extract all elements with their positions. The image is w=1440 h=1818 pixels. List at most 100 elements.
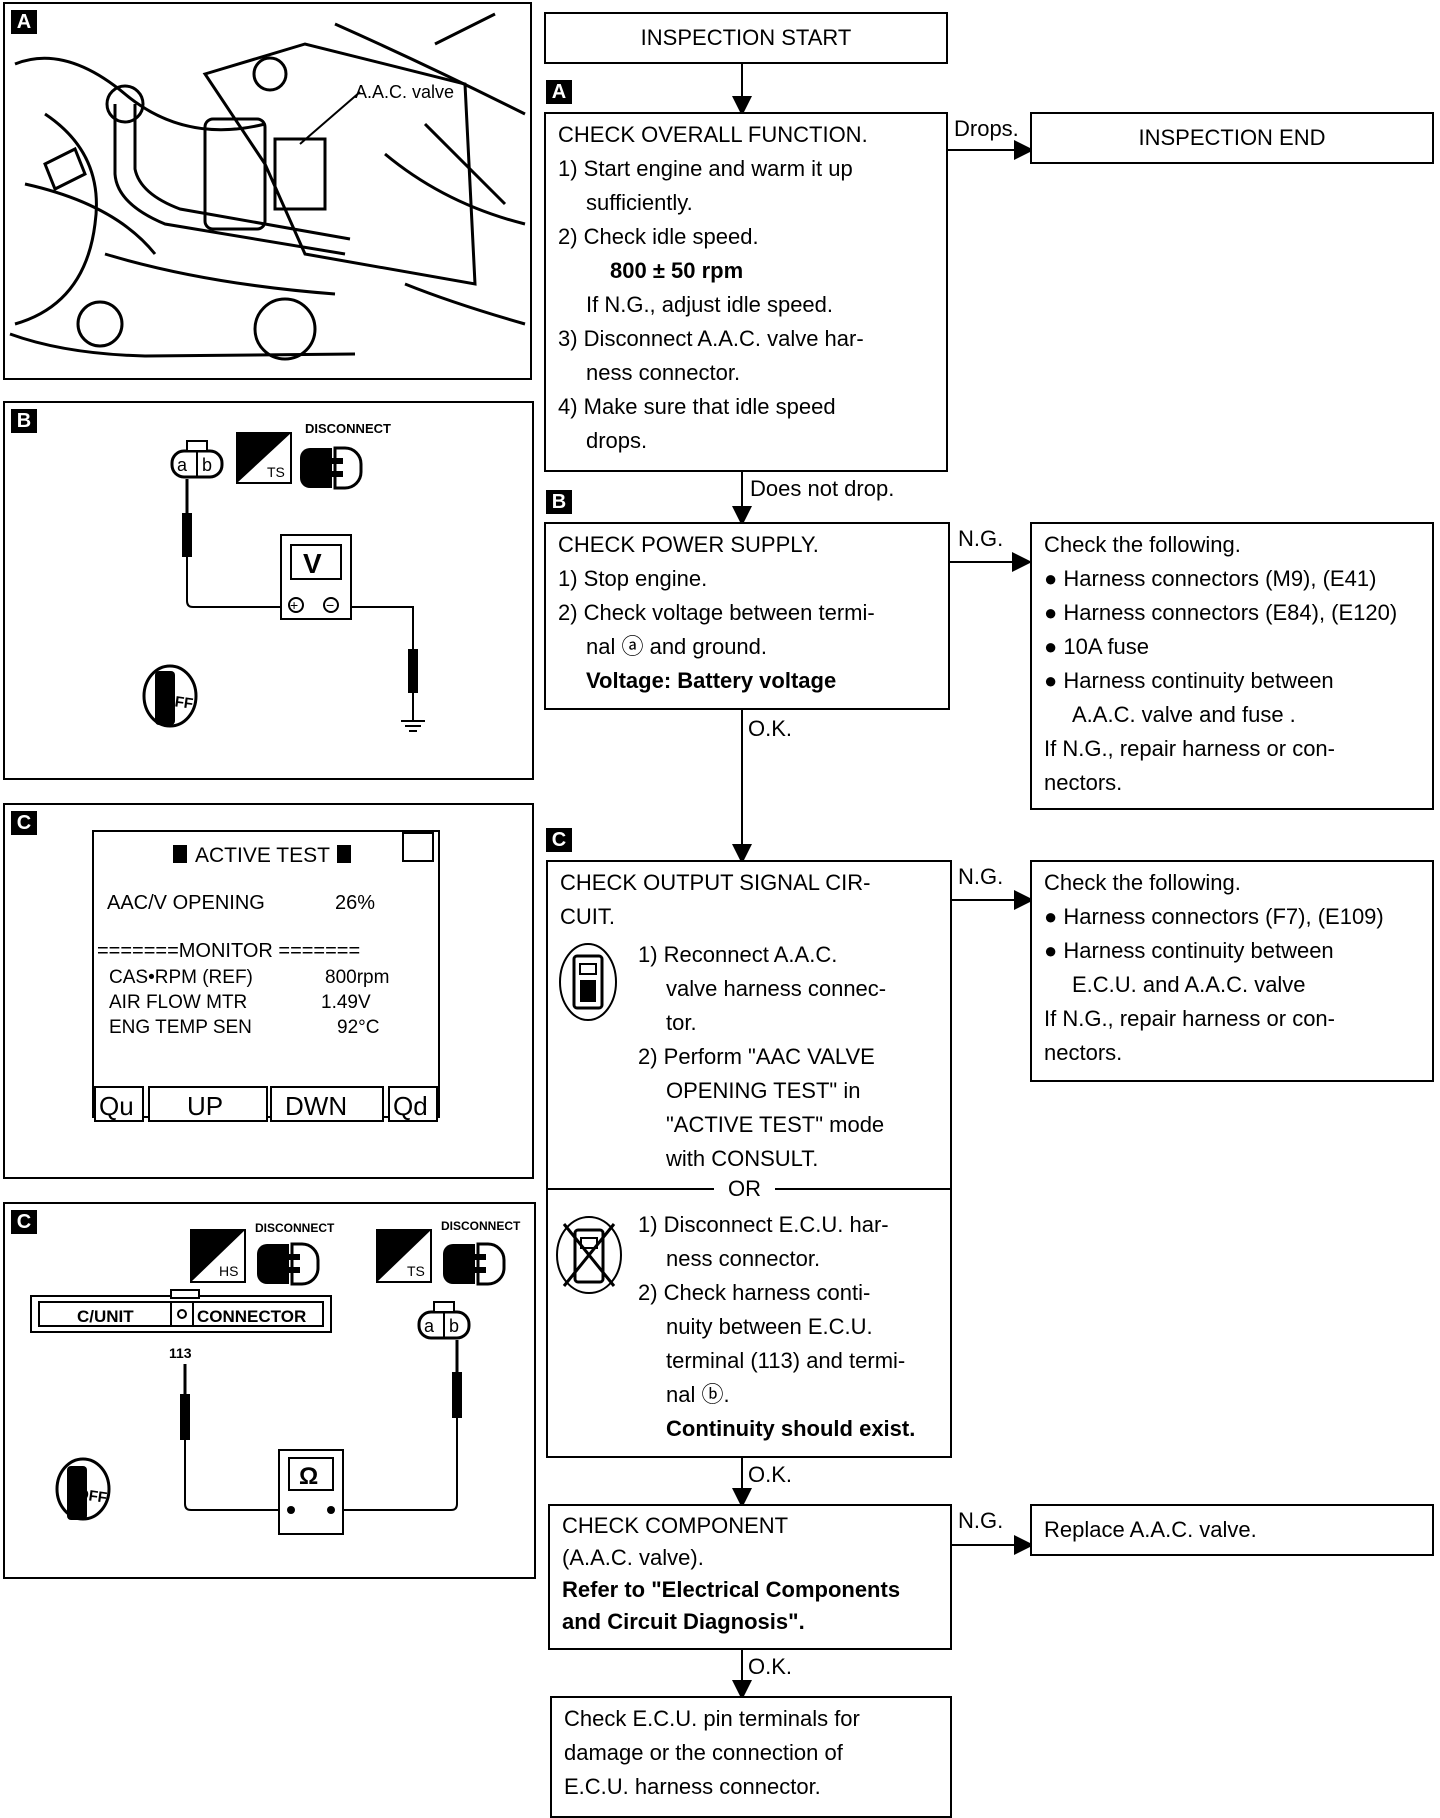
inspection-start-box: INSPECTION START (544, 12, 948, 64)
side-line: nectors. (1044, 770, 1123, 795)
disconnect-plug-icon (257, 1242, 320, 1286)
disconnect-label: DISCONNECT (441, 1219, 521, 1233)
inspection-start-label: INSPECTION START (640, 25, 852, 50)
dwn-button[interactable]: DWN (270, 1086, 384, 1122)
up-button[interactable]: UP (148, 1086, 268, 1122)
inspection-end-label: INSPECTION END (1138, 125, 1326, 150)
ok-label: O.K. (748, 1462, 793, 1487)
ohmmeter: Ω (278, 1449, 344, 1535)
valve-connector-icon: a b (417, 1301, 471, 1340)
continuity-spec: Continuity should exist. (666, 1416, 916, 1441)
check-overall-function-box: CHECK OVERALL FUNCTION. 1) Start engine … (544, 112, 948, 472)
terminal-b-label: b (202, 455, 212, 475)
step-line: 2) Check harness conti- (638, 1280, 871, 1305)
step-line: with CONSULT. (666, 1146, 819, 1171)
no-consult-method-icon (554, 1214, 624, 1296)
monitor-row-label: ENG TEMP SEN (109, 1017, 252, 1038)
qd-button[interactable]: Qd (388, 1086, 438, 1122)
screen-corner-box (402, 832, 434, 862)
qu-button[interactable]: Qu (94, 1086, 144, 1122)
voltmeter: V + − (280, 534, 352, 620)
inspection-end-box: INSPECTION END (1030, 112, 1434, 164)
check-power-supply-box: CHECK POWER SUPPLY. 1) Stop engine. 2) C… (544, 522, 950, 710)
step-line: nal ⓑ. (666, 1382, 730, 1407)
cunit-label: C/UNIT (77, 1307, 134, 1326)
monitor-row-label: CAS•RPM (REF) (109, 967, 253, 988)
voltage-circuit-diagram: a b TS DISCONNECT V (142, 421, 425, 732)
monitor-header: =======MONITOR ======= (97, 940, 360, 962)
consult-screen: ACTIVE TEST AAC/V OPENING 26% =======MON… (92, 830, 440, 1122)
valve-connector-icon: a b (170, 440, 224, 479)
panel-b-voltage-check: B a b TS DISCONNECT (3, 401, 534, 780)
ng-label: N.G. (958, 526, 1004, 551)
step-title: CHECK POWER SUPPLY. (558, 532, 819, 557)
panel-a-photo: A A.A.C. valve (3, 2, 532, 380)
connector-label: CONNECTOR (197, 1307, 306, 1326)
panel-c-consult-screen: C ACTIVE TEST AAC/V OPENING 26% =======M… (3, 803, 534, 1179)
ok-label: O.K. (748, 1654, 793, 1679)
step-line: 2) Perform "AAC VALVE (638, 1044, 875, 1069)
reference-line: and Circuit Diagnosis". (562, 1609, 805, 1634)
flow-tag-a: A (546, 80, 572, 104)
monitor-row-label: AIR FLOW MTR (109, 992, 247, 1013)
terminal-b-label: b (449, 1316, 459, 1336)
check-output-signal-box: CHECK OUTPUT SIGNAL CIR- CUIT. 1) Reconn… (546, 860, 952, 1458)
ok-label: O.K. (748, 716, 793, 741)
disconnect-plug-icon (443, 1242, 506, 1286)
hs-label: HS (219, 1263, 238, 1279)
continuity-circuit-diagram: HS DISCONNECT TS DISCONNECT (30, 1219, 521, 1535)
panel-tag: C (11, 811, 37, 835)
dwn-label: DWN (285, 1091, 347, 1121)
terminal-a-label: a (424, 1316, 435, 1336)
side-line: ● Harness continuity between (1044, 938, 1334, 963)
drops-label: Drops. (954, 116, 1019, 141)
terminal-a-label: a (177, 455, 188, 475)
or-label: OR (714, 1174, 775, 1204)
side-line: nectors. (1044, 1040, 1123, 1065)
meter-label: Ω (299, 1463, 318, 1490)
plus-terminal: + (290, 597, 298, 613)
side-line: ● 10A fuse (1044, 634, 1150, 659)
side-line: ● Harness connectors (F7), (E109) (1044, 904, 1384, 929)
engine-illustration: A.A.C. valve (9, 12, 526, 361)
panel-tag: A (11, 10, 37, 34)
step-line: OPENING TEST" in (666, 1078, 861, 1103)
aac-opening-value: 26% (335, 892, 375, 914)
step-line: 4) Make sure that idle speed (558, 394, 836, 419)
replace-valve-label: Replace A.A.C. valve. (1044, 1517, 1257, 1542)
ts-switch-icon: TS (376, 1229, 432, 1283)
step-line: 2) Check idle speed. (558, 224, 759, 249)
step-line: 1) Disconnect E.C.U. har- (638, 1212, 889, 1237)
check-following-box-1: Check the following. ● Harness connector… (1030, 522, 1434, 810)
meter-label: V (303, 548, 322, 579)
consult-method-icon (558, 942, 618, 1022)
monitor-row-value: 800rpm (325, 967, 389, 988)
step-line: ness connector. (666, 1246, 821, 1271)
ignition-key-off-icon: OFF (142, 664, 198, 728)
monitor-row-value: 1.49V (321, 992, 371, 1013)
disconnect-label: DISCONNECT (255, 1221, 335, 1235)
step-line: E.C.U. harness connector. (564, 1774, 821, 1799)
ng-label: N.G. (958, 864, 1004, 889)
does-not-drop-label: Does not drop. (750, 476, 895, 501)
side-line: ● Harness connectors (M9), (E41) (1044, 566, 1377, 591)
hs-switch-icon: HS (190, 1229, 246, 1283)
side-line: Check the following. (1044, 870, 1241, 895)
step-line: If N.G., adjust idle speed. (586, 292, 834, 317)
check-component-box: CHECK COMPONENT (A.A.C. valve). Refer to… (548, 1504, 952, 1650)
flow-tag-c: C (546, 828, 572, 852)
reference-line: Refer to "Electrical Components (562, 1577, 901, 1602)
step-title: CHECK OUTPUT SIGNAL CIR- (560, 870, 871, 895)
qu-label: Qu (99, 1091, 134, 1121)
step-line: 3) Disconnect A.A.C. valve har- (558, 326, 864, 351)
step-line: 1) Stop engine. (558, 566, 708, 591)
disconnect-plug-icon (300, 446, 363, 490)
ts-label: TS (267, 464, 285, 480)
ignition-key-off-icon: OFF (55, 1457, 111, 1521)
voltage-spec: Voltage: Battery voltage (586, 668, 837, 693)
off-label: OFF (76, 1486, 108, 1507)
ng-label: N.G. (958, 1508, 1004, 1533)
off-label: OFF (162, 692, 194, 713)
panel-tag: C (11, 1210, 37, 1234)
step-line: nuity between E.C.U. (666, 1314, 873, 1339)
